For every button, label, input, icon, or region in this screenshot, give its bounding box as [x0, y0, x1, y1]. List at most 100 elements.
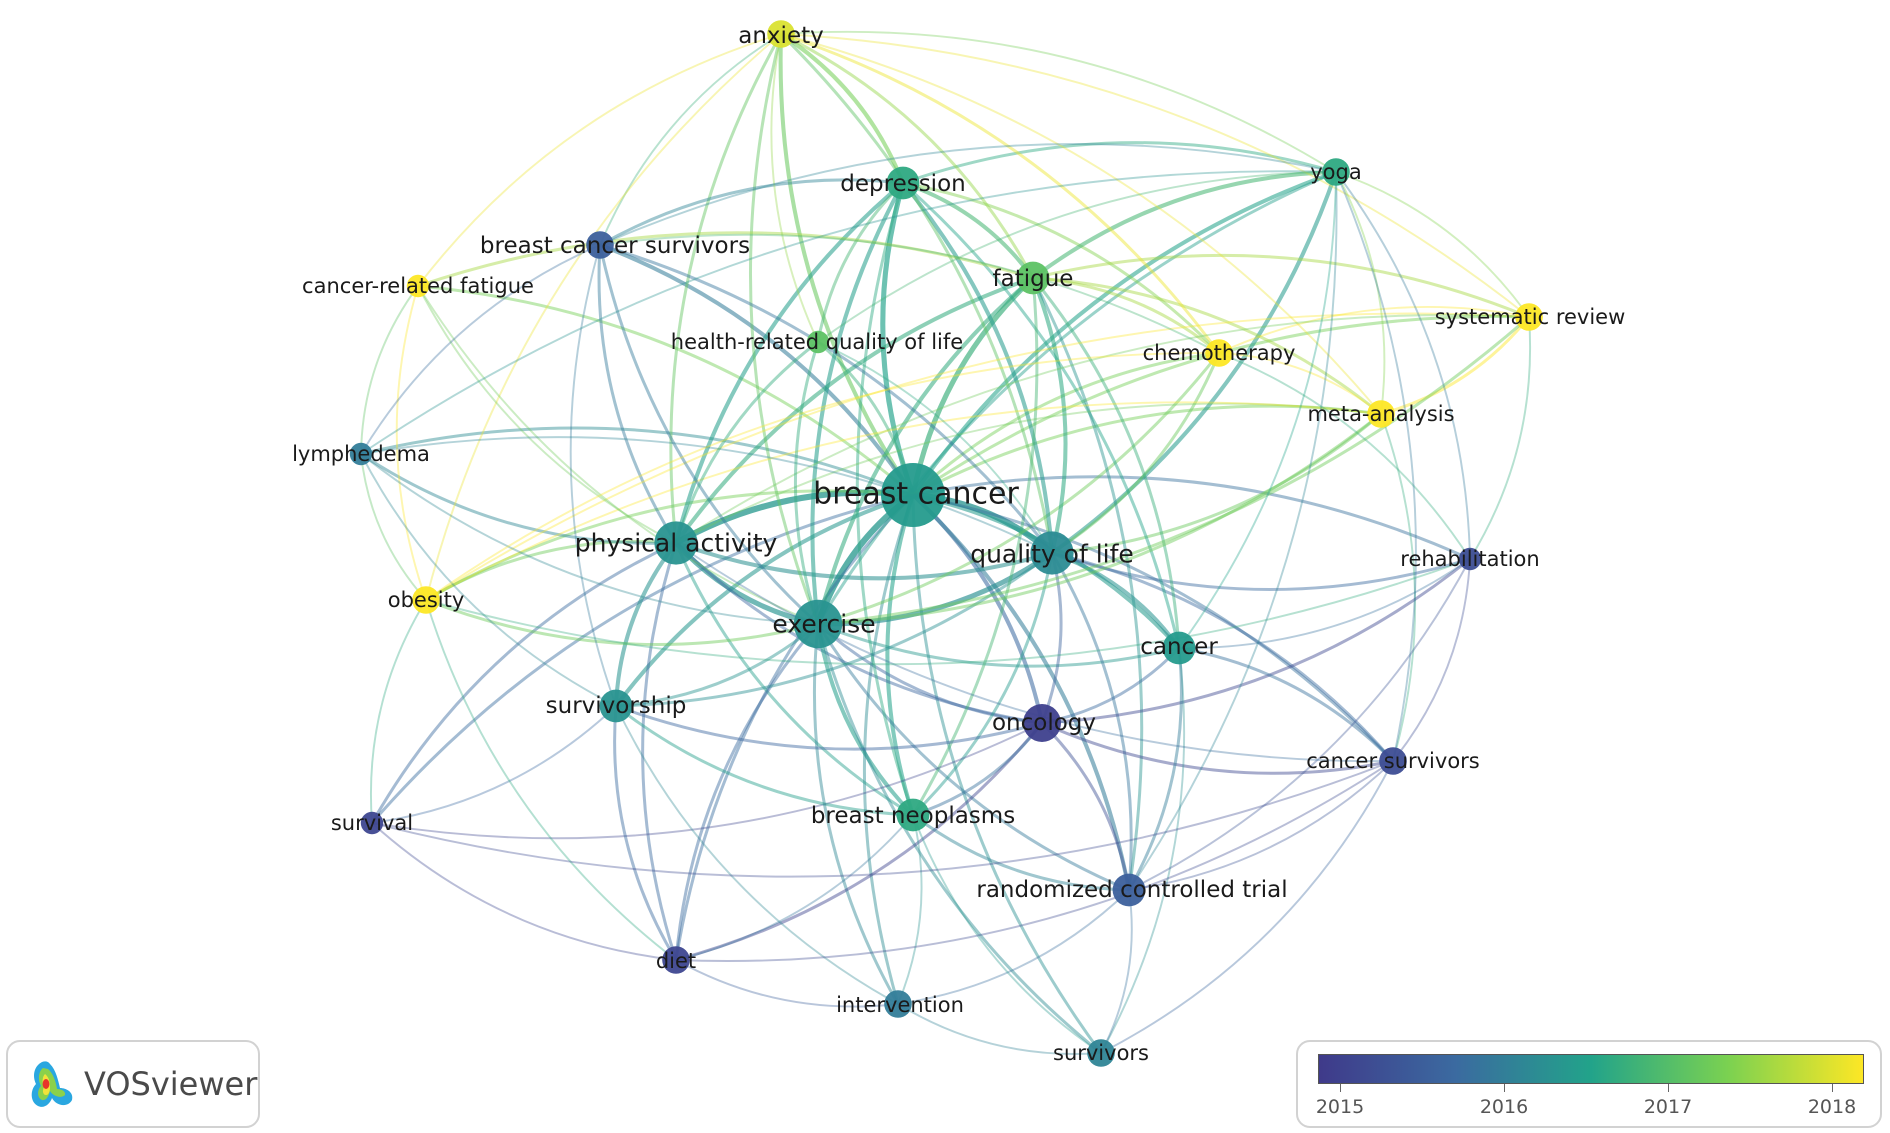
node-label-sysrev[interactable]: systematic review	[1435, 305, 1626, 329]
link-bc-cs	[912, 493, 1395, 763]
link-depression-bcs	[599, 178, 904, 247]
link-anxiety-meta	[780, 33, 1382, 415]
node-layer	[349, 20, 1543, 1067]
node-diet[interactable]	[662, 946, 690, 974]
link-hrqol-exercise	[793, 341, 820, 625]
node-lymph[interactable]	[349, 442, 373, 466]
link-fatigue-bn	[911, 277, 1039, 816]
link-pa-bcs	[597, 244, 678, 544]
link-onc-rct	[1040, 721, 1131, 891]
legend-tick-2016	[1504, 1084, 1505, 1092]
node-rct[interactable]	[1112, 873, 1146, 907]
link-crf-obesity	[395, 285, 427, 601]
node-label-anxiety[interactable]: anxiety	[738, 23, 823, 49]
link-pa-fatigue	[674, 276, 1034, 545]
node-onc[interactable]	[1023, 704, 1061, 742]
legend-label-2017: 2017	[1643, 1096, 1693, 1118]
node-depression[interactable]	[886, 166, 920, 200]
node-label-survival[interactable]: survival	[331, 811, 413, 835]
node-label-yoga[interactable]: yoga	[1310, 160, 1361, 184]
link-exercise-onc	[817, 622, 1043, 725]
node-label-hrqol[interactable]: health-related quality of life	[671, 330, 963, 354]
link-exercise-yoga	[816, 170, 1337, 625]
link-survival-cs	[371, 760, 1394, 878]
node-survival[interactable]	[360, 811, 384, 835]
link-depression-chemo	[902, 181, 1221, 355]
node-hrqol[interactable]	[806, 330, 830, 354]
link-exercise-anxiety	[748, 33, 820, 625]
link-cs-rehab	[1392, 558, 1471, 762]
node-cancer[interactable]	[1162, 631, 1196, 665]
node-meta[interactable]	[1367, 400, 1395, 428]
link-rct-rehab	[1128, 558, 1471, 891]
node-label-fatigue[interactable]: fatigue	[993, 266, 1074, 292]
link-fatigue-meta	[1032, 276, 1382, 416]
link-hrqol-yoga	[817, 171, 1337, 343]
node-label-onc[interactable]: oncology	[992, 710, 1096, 736]
link-diet-survival	[371, 822, 677, 961]
link-bcs-chemo	[599, 233, 1220, 354]
link-pa-diet	[641, 542, 678, 961]
node-interv[interactable]	[884, 990, 912, 1018]
node-survivors[interactable]	[1087, 1039, 1115, 1067]
link-bc-fatigue	[910, 276, 1035, 496]
node-yoga[interactable]	[1322, 158, 1350, 186]
link-bc-depression	[880, 182, 916, 496]
node-label-lymph[interactable]: lymphedema	[292, 442, 430, 466]
link-cancer-yoga	[1178, 171, 1337, 649]
node-label-qol[interactable]: quality of life	[970, 540, 1134, 569]
node-label-bc[interactable]: breast cancer	[813, 477, 1019, 512]
link-cancer-rehab	[1178, 558, 1471, 649]
node-rehab[interactable]	[1458, 547, 1482, 571]
vosviewer-logo-box[interactable]: VOSviewer	[6, 1040, 260, 1128]
link-pa-obesity	[425, 539, 677, 602]
node-label-cancer[interactable]: cancer	[1140, 634, 1218, 660]
node-chemo[interactable]	[1205, 339, 1233, 367]
link-hrqol-qol	[817, 341, 1053, 554]
link-rct-yoga	[1128, 171, 1338, 891]
node-exercise[interactable]	[793, 599, 843, 649]
node-pa[interactable]	[654, 521, 698, 565]
node-sysrev[interactable]	[1515, 303, 1543, 331]
link-cs-survivors	[1100, 760, 1394, 1054]
link-diet-obesity	[425, 599, 677, 961]
link-cancer-cs	[1178, 646, 1395, 763]
node-label-exercise[interactable]: exercise	[772, 610, 875, 639]
node-label-bcs[interactable]: breast cancer survivors	[480, 233, 750, 259]
link-bc-interv	[862, 494, 915, 1005]
node-label-rehab[interactable]: rehabilitation	[1400, 547, 1539, 571]
node-cs[interactable]	[1379, 747, 1407, 775]
node-label-bn[interactable]: breast neoplasms	[811, 803, 1015, 829]
link-pa-survival	[370, 541, 677, 824]
node-label-survivors[interactable]: survivors	[1053, 1041, 1149, 1065]
node-crf[interactable]	[406, 274, 430, 298]
node-label-surv[interactable]: survivorship	[546, 693, 687, 719]
node-bn[interactable]	[896, 798, 930, 832]
node-label-rct[interactable]: randomized controlled trial	[976, 877, 1287, 903]
node-label-meta[interactable]: meta-analysis	[1307, 402, 1454, 426]
vosviewer-logo-icon	[31, 1061, 73, 1107]
link-qol-yoga	[1050, 171, 1338, 555]
node-bc[interactable]	[881, 463, 945, 527]
node-fatigue[interactable]	[1016, 261, 1050, 295]
node-qol[interactable]	[1030, 531, 1074, 575]
label-layer: anxiety depression yoga breast cancer survi…	[292, 23, 1625, 1065]
link-exercise-rct	[816, 623, 1130, 892]
node-obesity[interactable]	[412, 586, 440, 614]
node-label-obesity[interactable]: obesity	[388, 588, 465, 612]
node-label-interv[interactable]: intervention	[836, 993, 964, 1017]
node-label-chemo[interactable]: chemotherapy	[1143, 341, 1296, 365]
node-bcs[interactable]	[586, 231, 614, 259]
link-bc-surv	[614, 493, 914, 708]
node-label-depression[interactable]: depression	[840, 171, 965, 197]
node-label-pa[interactable]: physical activity	[575, 529, 778, 558]
node-anxiety[interactable]	[767, 20, 795, 48]
node-surv[interactable]	[599, 689, 633, 723]
node-label-crf[interactable]: cancer-related fatigue	[302, 274, 534, 298]
node-label-diet[interactable]: diet	[656, 949, 696, 973]
link-sysrev-exercise	[817, 315, 1530, 626]
link-cancer-survivors	[1100, 647, 1186, 1054]
link-bc-diet	[674, 493, 915, 961]
node-label-cs[interactable]: cancer survivors	[1306, 749, 1480, 773]
